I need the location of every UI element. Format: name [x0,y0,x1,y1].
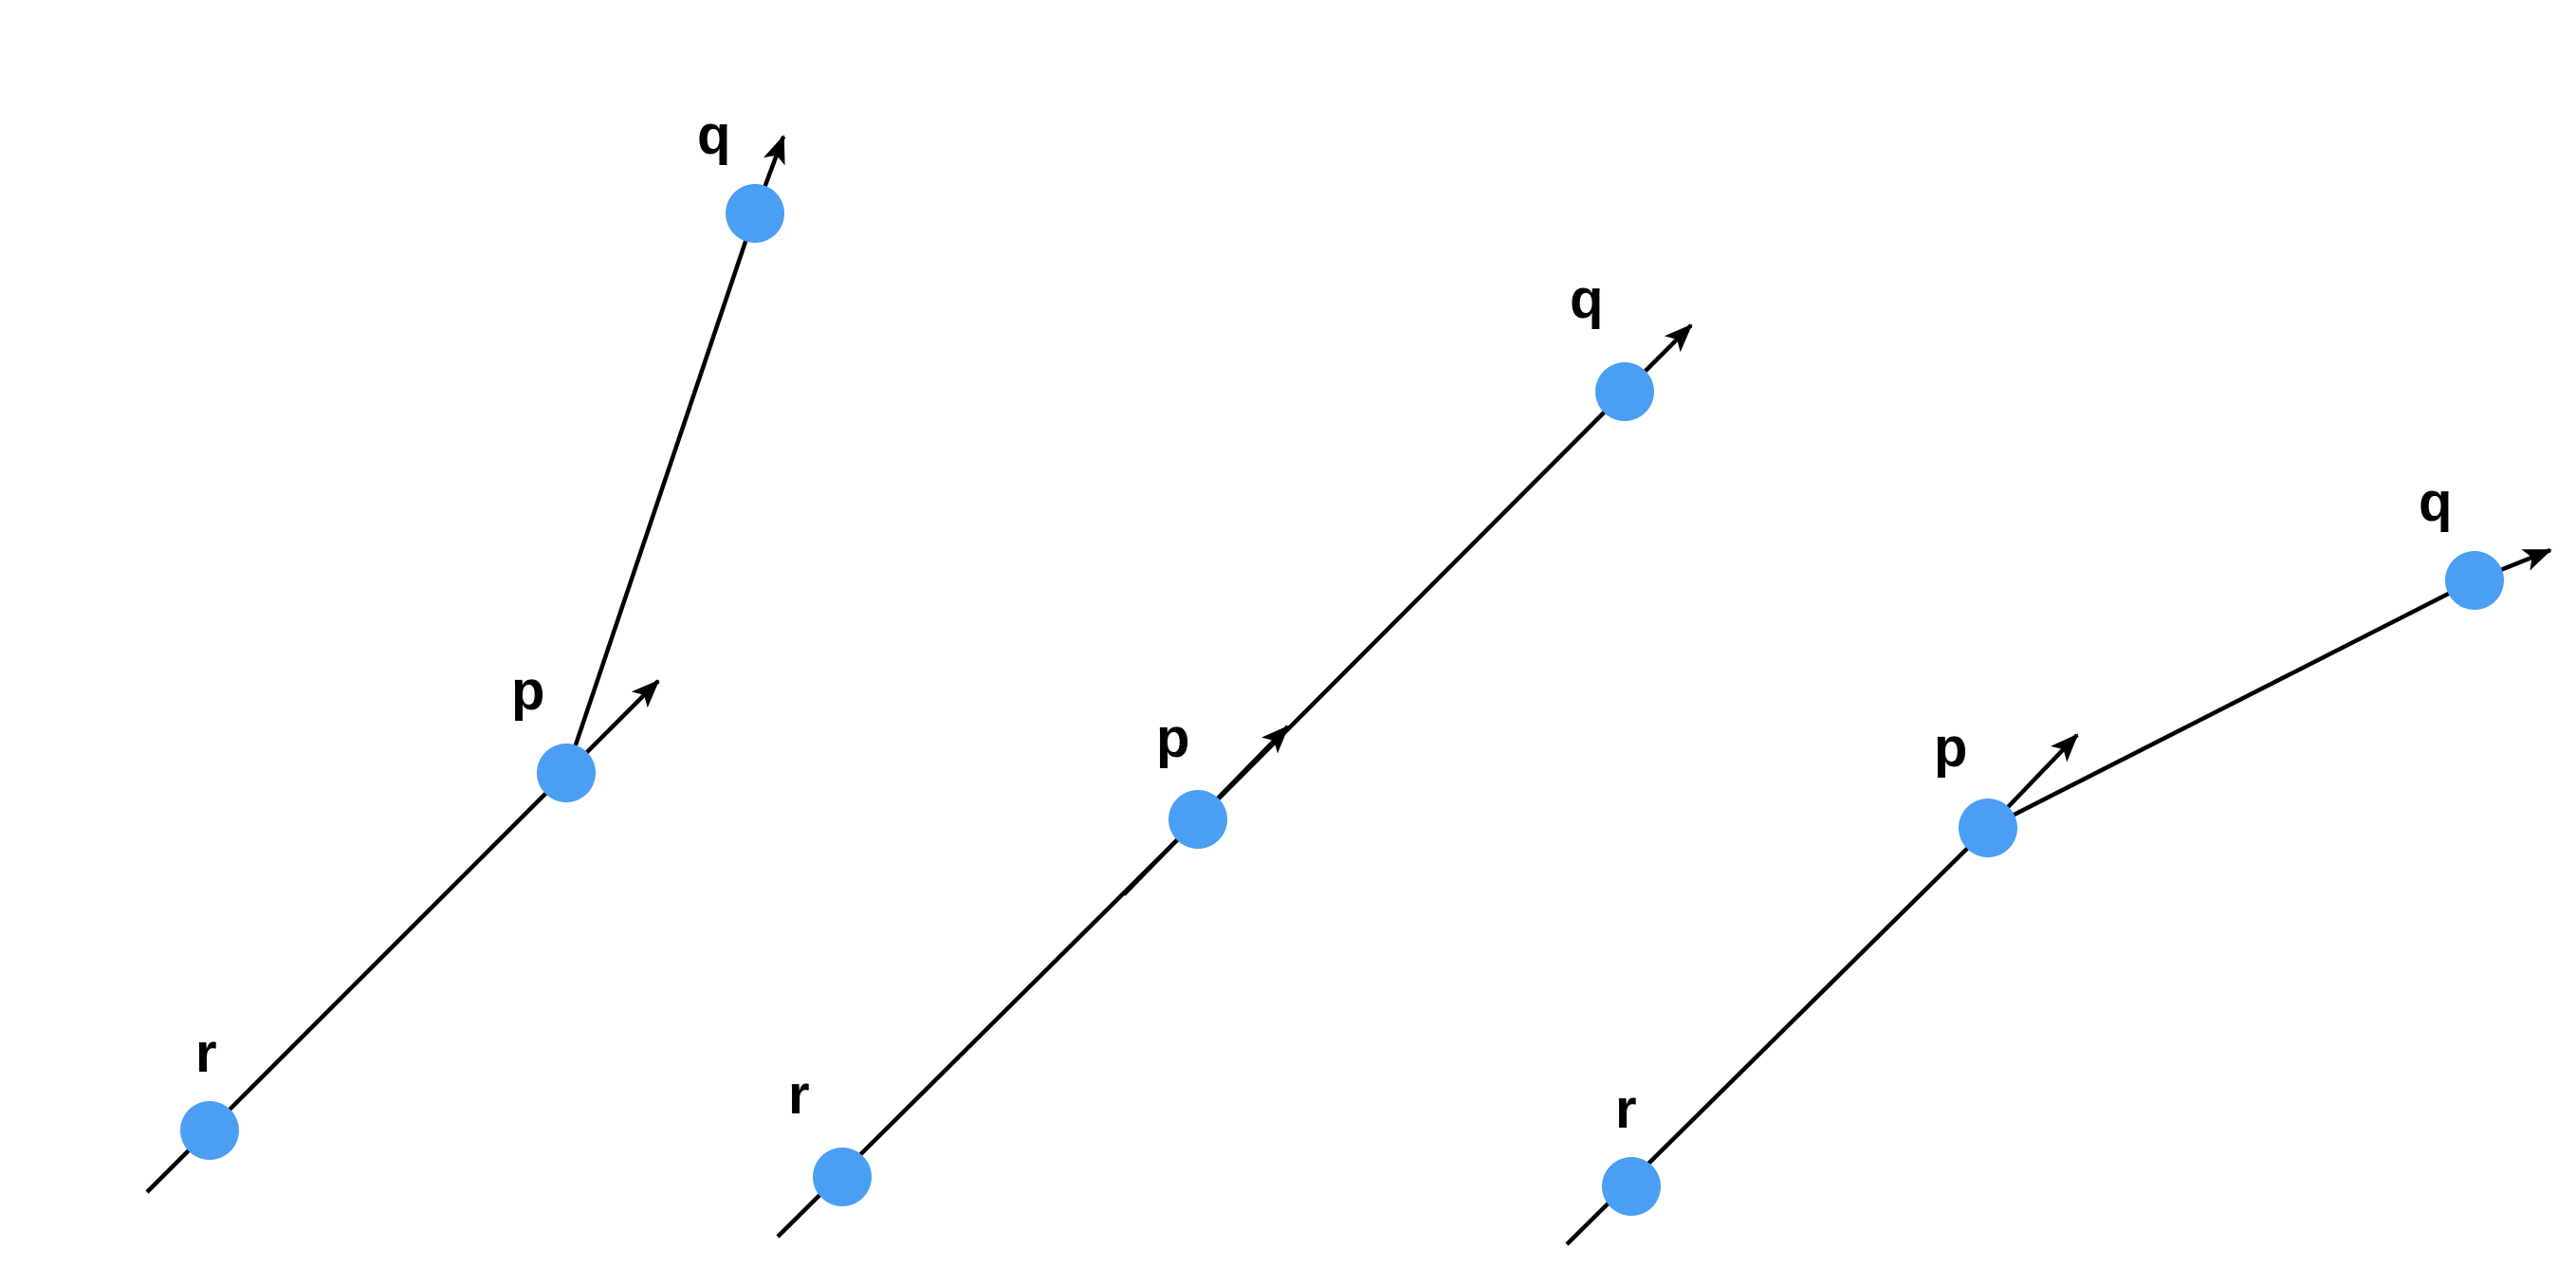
label-r: r [788,1064,810,1126]
panel-left-turn: q p r [145,104,786,1194]
segment-p-q [1196,390,1627,821]
point-q [726,184,784,243]
label-p: p [1934,717,1967,779]
point-p [1168,790,1227,849]
segment-p-q [563,212,758,774]
point-p [537,744,596,802]
point-r [813,1148,872,1206]
point-r [180,1101,239,1160]
panel-collinear: q p r [776,268,1693,1239]
label-p: p [1156,707,1189,769]
point-q [1595,362,1654,421]
panel-right-turn: q p r [1565,471,2552,1246]
segment-p-q [1986,578,2476,831]
label-p: p [511,660,544,722]
point-r [1602,1157,1661,1216]
label-r: r [1615,1078,1637,1140]
point-q [2445,551,2504,610]
label-q: q [2419,471,2452,533]
label-q: q [1570,268,1603,330]
label-r: r [195,1022,217,1084]
point-p [1959,799,2017,857]
label-q: q [697,104,730,166]
